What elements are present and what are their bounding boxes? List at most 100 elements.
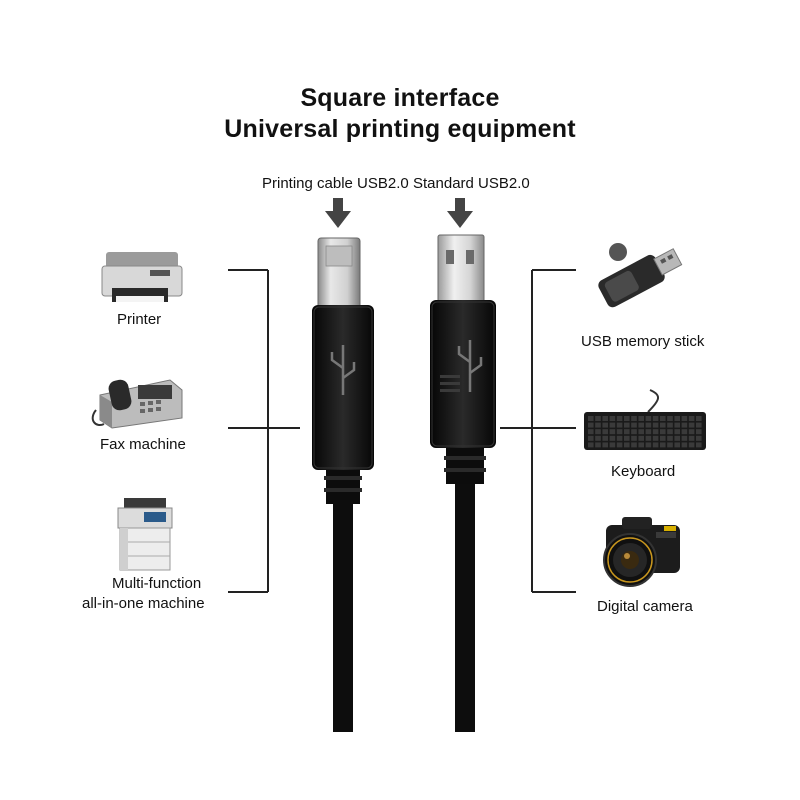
device-label-camera: Digital camera <box>597 598 693 615</box>
keyboard-key <box>660 429 666 435</box>
printer-icon <box>101 252 183 302</box>
keyboard-key <box>652 429 659 435</box>
keyboard-key <box>609 429 616 435</box>
usb-logo-icon <box>330 345 356 395</box>
keyboard-key <box>667 416 673 421</box>
keyboard-key <box>602 435 608 441</box>
keyboard-key <box>624 422 630 428</box>
right-bracket <box>500 269 576 593</box>
keyboard-key <box>631 442 637 448</box>
keyboard-key <box>609 435 616 441</box>
keyboard-key <box>616 435 623 441</box>
left-bracket <box>228 269 300 593</box>
camera-icon <box>603 517 680 587</box>
keyboard-key <box>652 442 659 448</box>
keyboard-key <box>602 442 608 448</box>
keyboard-key <box>588 442 594 448</box>
keyboard-key <box>652 416 659 421</box>
keyboard-key <box>660 442 666 448</box>
keyboard-key <box>609 442 616 448</box>
keyboard-key <box>602 422 608 428</box>
usb-logo-icon <box>457 340 483 392</box>
arrow-down-icon <box>325 198 351 228</box>
keyboard-key <box>631 429 637 435</box>
fax-machine-icon <box>91 379 183 429</box>
usb-b-label: Printing cable USB2.0 <box>262 175 409 192</box>
device-label-fax: Fax machine <box>100 436 186 453</box>
keyboard-key <box>667 429 673 435</box>
keyboard-key <box>667 435 673 441</box>
keyboard-key <box>588 429 594 435</box>
keyboard-key <box>624 442 630 448</box>
keyboard-key <box>595 429 601 435</box>
device-label-multifunction-2: all-in-one machine <box>82 595 205 612</box>
usb-stick-icon <box>598 243 683 308</box>
keyboard-key <box>645 422 652 428</box>
usb-b-connector <box>312 237 374 732</box>
keyboard-key <box>667 442 673 448</box>
device-label-multifunction-1: Multi-function <box>112 575 202 592</box>
keyboard-key <box>602 416 608 421</box>
keyboard-key <box>631 435 637 441</box>
device-label-keyboard: Keyboard <box>611 463 676 480</box>
keyboard-key <box>660 435 666 441</box>
keyboard-icon <box>584 389 706 450</box>
keyboard-key <box>681 435 688 441</box>
keyboard-key <box>609 416 616 421</box>
usb-a-label: Standard USB2.0 <box>413 175 530 192</box>
keyboard-key <box>688 435 695 441</box>
keyboard-key <box>631 422 637 428</box>
keyboard-key <box>688 422 695 428</box>
keyboard-key <box>638 435 644 441</box>
keyboard-key <box>674 422 680 428</box>
keyboard-key <box>638 422 644 428</box>
keyboard-key <box>595 442 601 448</box>
keyboard-key <box>681 416 688 421</box>
keyboard-key <box>638 442 644 448</box>
keyboard-key <box>674 416 680 421</box>
keyboard-key <box>588 422 594 428</box>
usb-a-connector <box>430 234 496 732</box>
keyboard-key <box>645 429 652 435</box>
title-line-1: Square interface <box>300 84 500 112</box>
multifunction-printer-icon <box>117 498 173 571</box>
keyboard-key <box>660 416 666 421</box>
keyboard-key <box>616 416 623 421</box>
keyboard-key <box>638 416 644 421</box>
keyboard-key <box>667 422 673 428</box>
arrow-down-icon <box>447 198 473 228</box>
keyboard-key <box>616 429 623 435</box>
keyboard-key <box>624 435 630 441</box>
keyboard-key <box>674 435 680 441</box>
keyboard-key <box>631 416 637 421</box>
keyboard-key <box>681 442 688 448</box>
keyboard-key <box>688 416 695 421</box>
keyboard-key <box>595 435 601 441</box>
keyboard-key <box>652 422 659 428</box>
keyboard-key <box>696 422 702 428</box>
keyboard-key <box>645 416 652 421</box>
keyboard-key <box>595 422 601 428</box>
keyboard-key <box>681 422 688 428</box>
keyboard-key <box>696 435 702 441</box>
keyboard-key <box>595 416 601 421</box>
keyboard-key <box>660 422 666 428</box>
keyboard-key <box>616 442 623 448</box>
title-line-2: Universal printing equipment <box>224 115 576 143</box>
keyboard-key <box>602 429 608 435</box>
keyboard-key <box>616 422 623 428</box>
device-label-printer: Printer <box>117 311 162 328</box>
keyboard-key <box>624 429 630 435</box>
keyboard-key <box>645 435 652 441</box>
keyboard-key <box>638 429 644 435</box>
keyboard-key <box>674 442 680 448</box>
keyboard-key <box>681 429 688 435</box>
keyboard-key <box>688 429 695 435</box>
keyboard-key <box>609 422 616 428</box>
keyboard-key <box>652 435 659 441</box>
keyboard-key <box>624 416 630 421</box>
keyboard-key <box>588 435 594 441</box>
keyboard-key <box>696 429 702 435</box>
keyboard-key <box>674 429 680 435</box>
